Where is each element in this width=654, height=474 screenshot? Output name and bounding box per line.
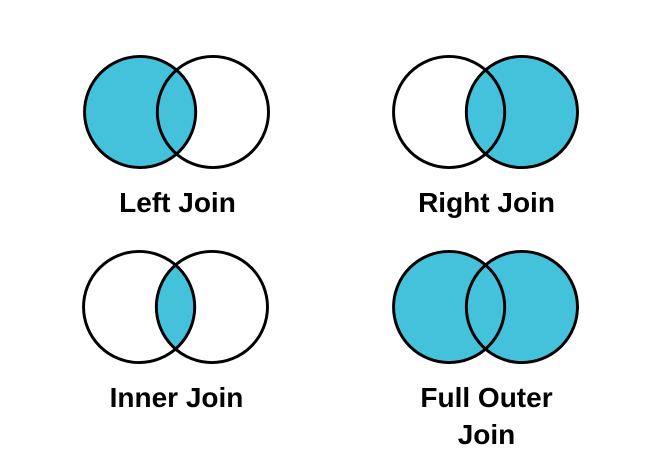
intersection-fill <box>156 251 195 363</box>
venn-diagram-left-join <box>83 54 270 170</box>
venn-label-left-join: Left Join <box>119 187 236 218</box>
right-circle-outline <box>154 249 269 365</box>
venn-diagram-full-outer-join <box>392 249 579 365</box>
venn-label-full-outer-join: Full Outer Join <box>420 382 553 450</box>
venn-label-inner-join: Inner Join <box>109 382 244 413</box>
venn-left-join: Left Join <box>79 52 276 222</box>
intersection-fill <box>466 56 505 168</box>
intersection-fill <box>466 251 505 363</box>
right-circle-outline <box>155 54 270 170</box>
venn-diagram-right-join <box>392 54 579 170</box>
left-circle-outline <box>82 249 197 365</box>
right-circle-outline <box>464 54 579 170</box>
venn-inner-join: Inner Join <box>78 247 275 417</box>
venn-diagram-inner-join <box>82 249 269 365</box>
left-circle-outline <box>83 54 198 170</box>
right-circle-outline <box>464 249 579 365</box>
venn-label-right-join: Right Join <box>418 187 555 218</box>
venn-full-outer-join: Full Outer Join <box>388 247 585 454</box>
venn-right-join: Right Join <box>388 52 585 222</box>
intersection-fill <box>157 56 196 168</box>
left-circle-outline <box>392 54 507 170</box>
left-circle-outline <box>392 249 507 365</box>
